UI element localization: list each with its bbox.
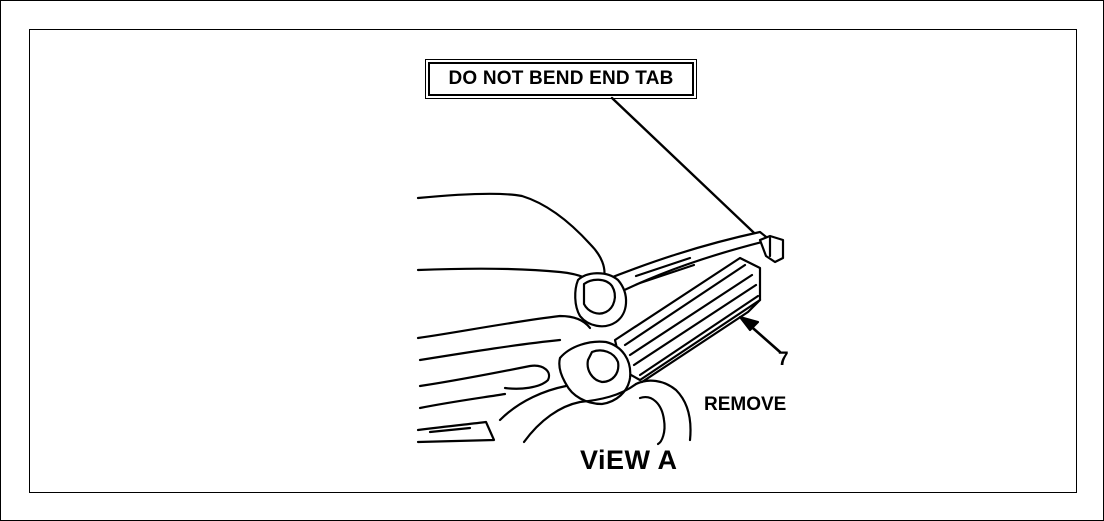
lower-finger: [634, 379, 692, 442]
lower-thumb: [558, 340, 632, 406]
blade-body-line: [418, 338, 562, 362]
holder-slot-line-2: [638, 263, 696, 285]
refill-groove-1: [623, 263, 747, 347]
lower-thumbnail: [586, 349, 620, 384]
blade-lower-segment: [418, 364, 551, 390]
view-label: ViEW A: [580, 445, 678, 475]
callout-text: DO NOT BEND END TAB: [448, 68, 674, 89]
upper-hand-outline: [416, 192, 606, 290]
upper-thumb: [574, 272, 628, 328]
part-arrow-icon: [738, 315, 760, 332]
lower-hand-palm: [498, 384, 568, 422]
refill-groove-2: [628, 273, 754, 357]
remove-label: REMOVE: [704, 394, 787, 415]
refill-groove-3: [632, 283, 758, 367]
lower-finger-2: [638, 396, 666, 446]
figure-frame: [29, 29, 1077, 493]
holder-slot-line: [634, 256, 692, 278]
callout-leader-line: [610, 96, 772, 250]
part-number-label: 7: [778, 349, 789, 370]
refill-groove-4: [638, 294, 760, 377]
refill-edge: [640, 298, 762, 384]
blade-body-top: [416, 314, 592, 340]
lower-hand-back: [522, 382, 638, 444]
blade-bottom-piece: [416, 420, 496, 444]
end-tab: [758, 234, 785, 264]
blade-bottom-detail: [428, 426, 472, 434]
blade-lower-line: [418, 392, 507, 410]
callout-box: DO NOT BEND END TAB: [425, 59, 697, 99]
thumbnail: [582, 278, 616, 315]
